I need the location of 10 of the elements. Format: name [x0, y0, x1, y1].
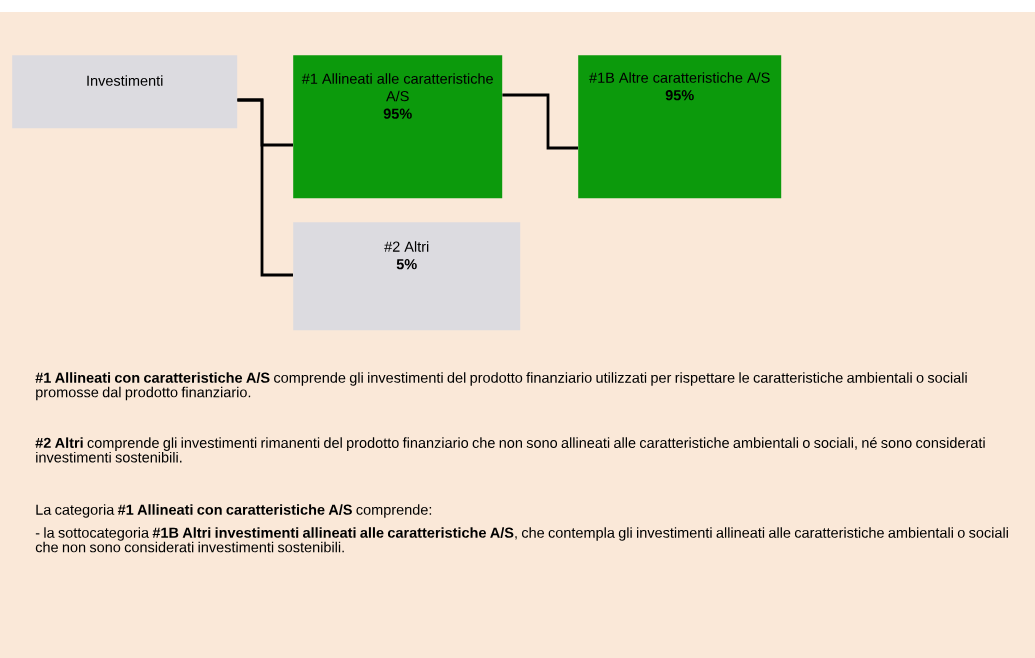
- connector: [237, 98, 293, 277]
- paragraph: #2 Altri comprende gli investimenti rimanenti del prodotto finanziario che non sono allineati alle caratteristiche ambientali o sociali, né sono considerati investimenti sostenibili.: [35, 437, 985, 463]
- process-box: #1 Allineati alle caratteristiche A/S 95%: [293, 55, 503, 199]
- paragraph: - la sottocategoria #1B Altri investimenti allineati alle caratteristiche A/S, che contempla gli investimenti allineati alle caratteristiche ambientali o sociali che non sono considerati investimenti sostenibili.: [35, 527, 1008, 553]
- connector: [502, 93, 578, 150]
- process-box: #1B Altre caratteristiche A/S 95%: [578, 55, 782, 199]
- process-box: Investimenti: [12, 55, 238, 129]
- paragraph: La categoria #1 Allineati con caratteristiche A/S comprende:: [36, 504, 432, 518]
- paragraph: #1 Allineati con caratteristiche A/S comprende gli investimenti del prodotto finanziario utilizzati per rispettare le caratteristiche ambientali o sociali promosse dal prodotto finanziario.: [35, 372, 967, 401]
- process-box: #2 Altri 5%: [293, 222, 521, 331]
